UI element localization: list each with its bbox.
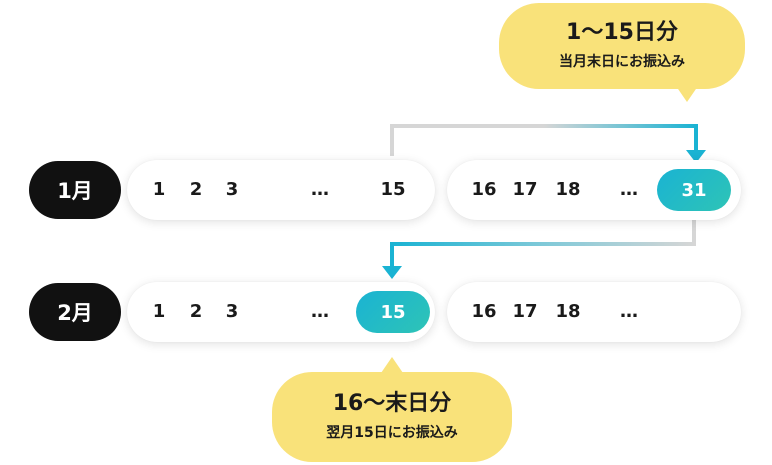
row1-first-half: 1 2 3 … 15 <box>127 160 435 220</box>
callout-top-subtitle: 当月末日にお振込み <box>559 54 685 70</box>
arrow-top-line <box>390 124 698 156</box>
callout-bottom-subtitle: 翌月15日にお振込み <box>326 425 458 441</box>
day-ellipsis: … <box>620 179 638 200</box>
day-cell: 17 <box>512 301 538 322</box>
day-cell: 1 <box>152 179 166 200</box>
arrow-mid-line <box>390 220 696 268</box>
day-cell: 16 <box>471 179 497 200</box>
day-highlight-payout: 31 <box>657 169 731 211</box>
day-cell: 18 <box>555 301 581 322</box>
month-label: 2月 <box>57 301 93 325</box>
callout-top-tail <box>676 86 698 102</box>
callout-bottom-tail <box>381 357 403 373</box>
month-badge-january: 1月 <box>29 161 121 219</box>
callout-bottom-title: 16〜末日分 <box>332 391 452 416</box>
day-cell: 2 <box>189 179 203 200</box>
month-label: 1月 <box>57 179 93 203</box>
day-highlight-payout: 15 <box>356 291 430 333</box>
arrow-top-head <box>686 150 706 163</box>
day-ellipsis: … <box>311 179 329 200</box>
callout-top: 1〜15日分 当月末日にお振込み <box>499 3 745 89</box>
month-badge-february: 2月 <box>29 283 121 341</box>
day-cell: 3 <box>225 301 239 322</box>
day-ellipsis: … <box>311 301 329 322</box>
day-cell: 15 <box>380 179 406 200</box>
day-cell: 16 <box>471 301 497 322</box>
row1-second-half: 16 17 18 … 31 <box>447 160 741 220</box>
callout-bottom: 16〜末日分 翌月15日にお振込み <box>272 372 512 462</box>
day-cell: 1 <box>152 301 166 322</box>
arrow-mid-head <box>382 266 402 279</box>
day-cell: 18 <box>555 179 581 200</box>
row2-second-half: 16 17 18 … <box>447 282 741 342</box>
callout-top-title: 1〜15日分 <box>566 20 678 45</box>
day-cell: 2 <box>189 301 203 322</box>
day-cell: 3 <box>225 179 239 200</box>
day-cell: 17 <box>512 179 538 200</box>
row2-first-half: 1 2 3 … 15 <box>127 282 435 342</box>
day-ellipsis: … <box>620 301 638 322</box>
